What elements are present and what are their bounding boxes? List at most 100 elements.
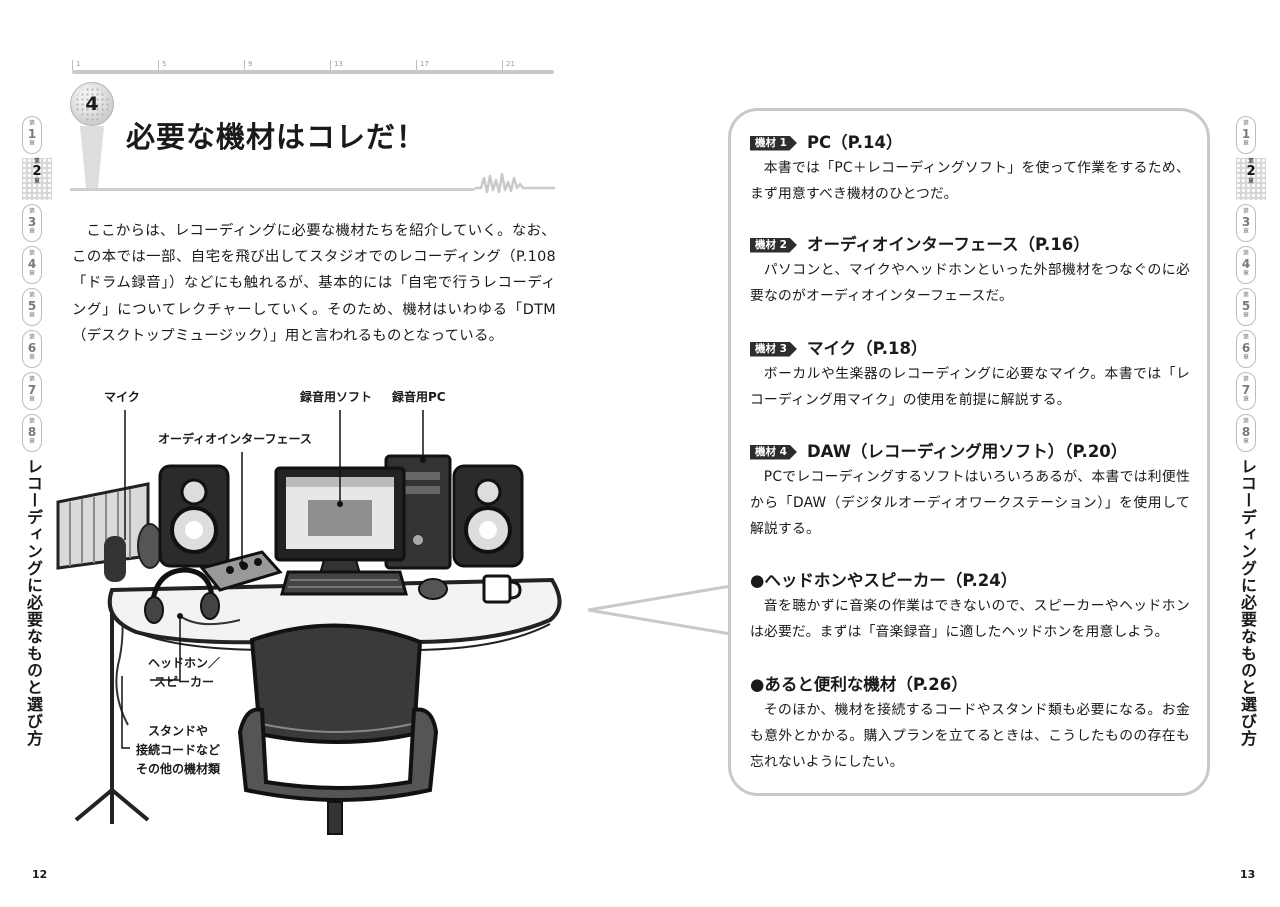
equipment-section: 機材 4 DAW（レコーディング用ソフト）（P.20） PCでレコーディングする…	[750, 441, 1190, 542]
chapter-prefix: 第	[1242, 120, 1249, 127]
speaker-right-drawing	[452, 464, 524, 568]
studio-illustration: マイク 録音用ソフト 録音用PC オーディオインターフェース ヘッドホン／ スピ…	[40, 380, 580, 850]
chapter-suffix: 章	[28, 396, 35, 403]
label-stand-line3: その他の機材類	[136, 762, 221, 776]
equipment-section: 機材 2 オーディオインターフェース（P.16） パソコンと、マイクやヘッドホン…	[750, 234, 1190, 309]
chapter-number: 4	[1241, 257, 1251, 271]
equipment-tag: 機材 1	[750, 135, 797, 151]
equipment-heading-text: ヘッドホンやスピーカー（P.24）	[764, 571, 1018, 590]
chapter-suffix: 章	[28, 270, 35, 277]
equipment-description: そのほか、機材を接続するコードやスタンド類も必要になる。お金も意外とかかる。購入…	[750, 702, 1190, 770]
ruler-tick: 5	[158, 60, 166, 70]
label-recording-pc: 録音用PC	[392, 390, 446, 404]
chapter-number: 2	[32, 164, 42, 179]
equipment-speech-bubble	[728, 108, 1210, 796]
chapter-suffix: 章	[28, 354, 35, 361]
chapter-suffix: 章	[1247, 178, 1254, 185]
title-underline	[70, 188, 475, 191]
chapter-number: 1	[27, 127, 37, 141]
chapter-suffix: 章	[1242, 354, 1249, 361]
chapter-suffix: 章	[28, 140, 35, 147]
bullet-icon: ●	[750, 675, 765, 694]
keyboard-drawing	[280, 570, 408, 596]
equipment-tag: 機材 3	[750, 341, 797, 357]
chapter-suffix: 章	[28, 228, 35, 235]
mic-stand-drawing	[74, 590, 150, 824]
chapter-suffix: 章	[33, 178, 40, 185]
chapter-prefix: 第	[28, 376, 35, 383]
equipment-heading: 機材 2 オーディオインターフェース（P.16）	[750, 234, 1190, 256]
equipment-heading: ● ヘッドホンやスピーカー（P.24）	[750, 570, 1190, 592]
microphone-badge-icon	[70, 82, 114, 126]
chapter-number: 8	[27, 425, 37, 439]
chapter-number: 5	[27, 299, 37, 313]
label-recording-software: 録音用ソフト	[300, 390, 373, 404]
headphones-drawing	[144, 567, 241, 626]
chapter-prefix: 第	[28, 418, 35, 425]
equipment-heading-text: PC（P.14）	[806, 133, 903, 152]
label-stand-line2: 接続コードなど	[136, 743, 221, 757]
equipment-heading-text: マイク（P.18）	[806, 339, 928, 358]
chapter-suffix: 章	[1242, 312, 1249, 319]
equipment-description: パソコンと、マイクやヘッドホンといった外部機材をつなぐのに必要なのがオーディオイ…	[750, 262, 1190, 304]
page-number-left: 12	[32, 868, 48, 881]
label-speakers-line: スピーカー	[154, 675, 215, 689]
ruler-tick: 9	[244, 60, 252, 70]
ruler-tick: 13	[330, 60, 343, 70]
studio-drawing	[56, 410, 562, 835]
equipment-heading-text: DAW（レコーディング用ソフト）（P.20）	[806, 442, 1128, 461]
ruler-tick: 1	[72, 60, 80, 70]
page-title: 必要な機材はコレだ！	[126, 120, 427, 154]
chapter-suffix: 章	[1242, 228, 1249, 235]
equipment-heading: 機材 1 PC（P.14）	[750, 132, 1190, 154]
equipment-heading: ● あると便利な機材（P.26）	[750, 674, 1190, 696]
chapter-number: 1	[1241, 127, 1251, 141]
mouse-drawing	[418, 578, 448, 600]
label-headphones-line: ヘッドホン／	[148, 656, 221, 670]
chapter-number: 6	[1241, 341, 1251, 355]
section-title-block: 4 必要な機材はコレだ！	[70, 80, 555, 196]
chapter-prefix: 第	[28, 120, 35, 127]
label-mic: マイク	[104, 390, 140, 404]
ruler-bar	[72, 70, 554, 74]
label-audio-interface: オーディオインターフェース	[158, 432, 312, 446]
chapter-prefix: 第	[28, 334, 35, 341]
section-number: 4	[85, 93, 99, 115]
equipment-section: ● あると便利な機材（P.26） そのほか、機材を接続するコードやスタンド類も必…	[750, 674, 1190, 775]
equipment-tag: 機材 2	[750, 237, 797, 253]
chapter-suffix: 章	[28, 438, 35, 445]
chapter-prefix: 第	[1242, 208, 1249, 215]
chapter-suffix: 章	[1242, 140, 1249, 147]
chapter-prefix: 第	[28, 250, 35, 257]
chapter-vertical-title: レコーディングに必要なものと選び方	[1238, 458, 1257, 747]
chapter-prefix: 第	[1242, 376, 1249, 383]
chapter-number: 2	[1246, 164, 1256, 179]
chapter-prefix: 第	[33, 158, 40, 165]
label-stands-cables: スタンドや 接続コードなど その他の機材類	[136, 722, 220, 779]
speaker-left-drawing	[158, 464, 230, 568]
chapter-prefix: 第	[28, 208, 35, 215]
chair-drawing	[237, 623, 439, 835]
sound-wave-icon	[475, 172, 555, 194]
equipment-section: 機材 1 PC（P.14） 本書では「PC＋レコーディングソフト」を使って作業を…	[750, 132, 1190, 207]
chapter-number: 7	[1241, 383, 1251, 397]
chapter-number: 7	[27, 383, 37, 397]
